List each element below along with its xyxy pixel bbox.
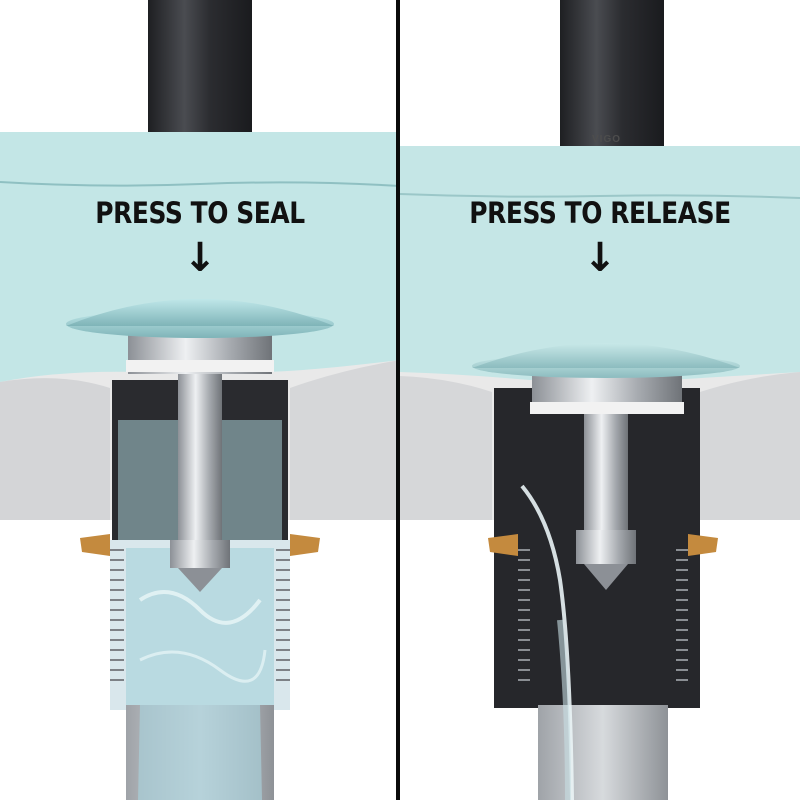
drain-stream — [520, 484, 574, 800]
stem-tip — [584, 564, 628, 590]
water-surface — [400, 193, 800, 199]
thread-marks — [518, 549, 688, 681]
gasket-left — [80, 534, 110, 556]
stopper-stem — [178, 370, 222, 540]
stopper-stem — [584, 410, 628, 530]
basin-wall-left — [400, 376, 492, 520]
water — [400, 146, 800, 380]
brand-mark: VIGO — [592, 134, 622, 145]
stopper-gasket — [530, 402, 684, 414]
release-panel: VIGO PRESS TO RELEASE ↓ — [400, 0, 800, 800]
stopper-gasket — [126, 360, 274, 372]
basin-wall-right — [700, 372, 800, 520]
drain-stream — [557, 619, 571, 800]
thread-marks — [110, 549, 290, 681]
gasket-right — [290, 534, 320, 556]
stem-spring — [170, 540, 230, 568]
seal-caption: PRESS TO SEAL — [95, 196, 305, 230]
water-surface — [0, 181, 400, 187]
gasket-left — [488, 534, 518, 556]
water-ripple — [138, 590, 262, 625]
seal-illustration — [0, 0, 400, 800]
down-arrow-icon: ↓ — [183, 235, 217, 281]
release-illustration — [400, 0, 800, 800]
outlet-water — [138, 705, 262, 800]
stopper-cap-dome — [472, 343, 740, 368]
stem-spring — [576, 530, 636, 564]
outlet-pipe — [538, 705, 668, 800]
stem-tip — [178, 568, 222, 592]
gasket-right — [688, 534, 718, 556]
overhead-pipe — [148, 0, 252, 140]
release-caption: PRESS TO RELEASE — [469, 196, 731, 230]
trapped-water — [126, 548, 274, 705]
overhead-pipe — [560, 0, 664, 146]
stopper-cap-dome — [66, 299, 334, 326]
seal-panel: PRESS TO SEAL ↓ — [0, 0, 400, 800]
basin-wall-right — [290, 360, 400, 520]
water-ripple — [139, 649, 267, 683]
down-arrow-icon: ↓ — [583, 235, 617, 281]
basin-wall-left — [0, 378, 110, 520]
